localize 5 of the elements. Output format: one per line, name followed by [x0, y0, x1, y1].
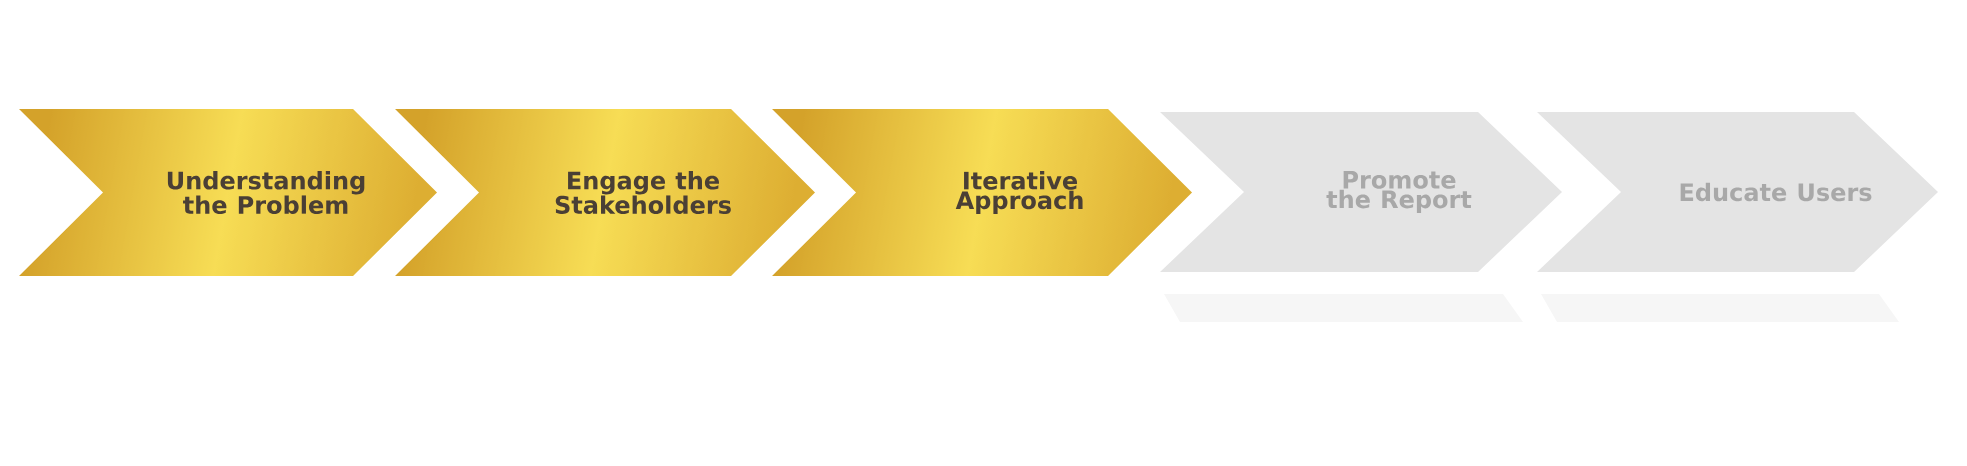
chevron: Educate Users — [1537, 112, 1938, 322]
chevron: Understanding the Problem — [167, 171, 365, 214]
chevron: Iterative Approach — [955, 171, 1083, 214]
chevron: Promote the Report — [1160, 112, 1562, 322]
chevron: Engage the Stakeholders — [555, 171, 731, 214]
